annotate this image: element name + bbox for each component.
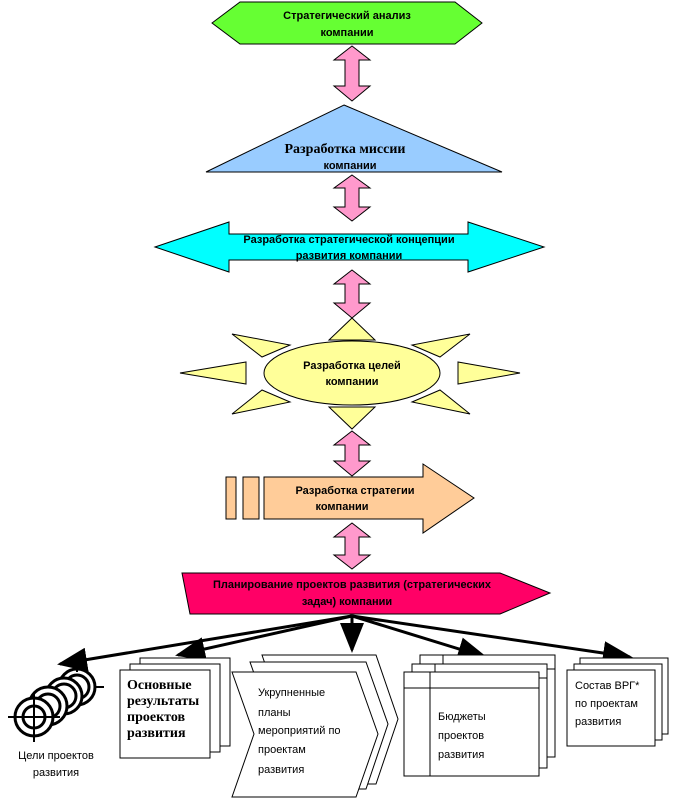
team-line2: по проектам [575, 698, 638, 710]
mission-step: Разработка миссии компании [205, 104, 503, 173]
strategy-line1: Разработка стратегии [295, 485, 414, 497]
concept-step: Разработка стратегической концепции разв… [153, 221, 546, 273]
main-results-line1: Основные [127, 678, 192, 693]
double-arrow-connector-3 [332, 269, 372, 319]
mission-line2: компании [323, 160, 376, 172]
team-output: Состав ВРГ* по проектам развития [566, 657, 669, 747]
concept-line2: развития компании [296, 250, 403, 262]
output-arrows [57, 614, 633, 672]
mission-line1: Разработка миссии [285, 142, 406, 157]
chevron-pages-icon [231, 654, 399, 798]
sun-rays [179, 317, 521, 430]
action-plans-line1: Укрупненные [258, 687, 325, 699]
planning-line2: задач) компании [302, 596, 392, 608]
planning-line1: Планирование проектов развития (стратеги… [213, 579, 492, 591]
stacked-tables-icon [403, 654, 556, 777]
budgets-output: Бюджеты проектов развития [403, 654, 556, 777]
action-plans-output: Укрупненные планы мероприятий по проекта… [231, 654, 399, 798]
action-plans-line5: развития [258, 764, 304, 776]
double-arrow-connector-4 [332, 430, 372, 477]
action-plans-line3: мероприятий по [258, 725, 341, 737]
double-arrow-connector-1 [332, 45, 372, 102]
strategic-analysis-line2: компании [320, 27, 373, 39]
main-results-line4: развития [127, 726, 186, 741]
target-icon [8, 662, 104, 742]
strategy-line2: компании [315, 501, 368, 513]
team-line1: Состав ВРГ* [575, 680, 640, 692]
budgets-line2: проектов [438, 730, 484, 742]
goals-step: Разработка целей компании [179, 317, 521, 430]
stacked-cards-icon [566, 657, 669, 747]
budgets-line1: Бюджеты [438, 711, 486, 723]
strategy-step: Разработка стратегии компании [225, 463, 475, 534]
action-plans-line4: проектам [258, 744, 306, 756]
double-arrow-connector-5 [332, 522, 372, 570]
project-goals-line2: развития [33, 767, 79, 779]
strategic-analysis-line1: Стратегический анализ [283, 10, 411, 22]
project-goals-output: Цели проектов развития [8, 662, 104, 779]
budgets-line3: развития [438, 749, 484, 761]
team-line3: развития [575, 716, 621, 728]
main-results-output: Основные результаты проектов развития [119, 657, 231, 759]
strategic-analysis-step: Стратегический анализ компании [211, 1, 483, 45]
concept-line1: Разработка стратегической концепции [243, 234, 454, 246]
main-results-line2: результаты [127, 694, 199, 709]
main-results-line3: проектов [127, 710, 185, 725]
stacked-pages-icon [119, 657, 231, 759]
action-plans-line2: планы [258, 707, 291, 719]
project-goals-line1: Цели проектов [18, 750, 94, 762]
goals-line2: компании [325, 376, 378, 388]
planning-step: Планирование проектов развития (стратеги… [181, 572, 552, 615]
double-arrow-connector-2 [332, 174, 372, 222]
goals-line1: Разработка целей [303, 360, 401, 372]
